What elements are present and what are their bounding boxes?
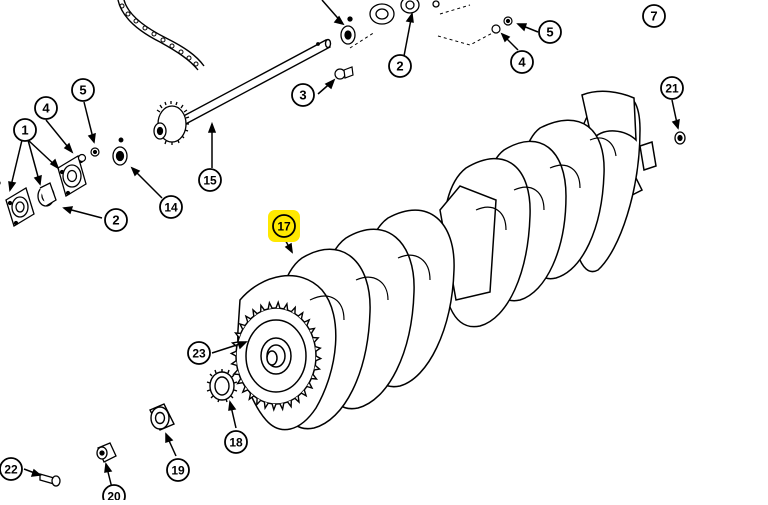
- callout-7: 7: [642, 4, 666, 28]
- callout-label: 19: [171, 464, 185, 478]
- left-small-sprocket: [112, 137, 128, 166]
- callout-19: 19: [166, 458, 190, 482]
- callout-label: 14: [164, 201, 178, 215]
- auger-assembly: [229, 90, 657, 431]
- callout-4: 4: [34, 96, 58, 120]
- bearing-19: [149, 403, 175, 431]
- left-flange-bearing-a: [0, 181, 35, 227]
- callout-label: 2: [396, 59, 403, 74]
- callout-1: 1: [13, 118, 37, 142]
- dashed-guide-top: [349, 4, 499, 49]
- top-sprocket: [340, 16, 356, 45]
- callout-4: 4: [510, 50, 534, 74]
- callout-5: 5: [538, 20, 562, 44]
- callout-label: 18: [229, 436, 243, 450]
- leader-lines: [8, 0, 680, 489]
- callout-label: 2: [112, 213, 119, 228]
- shaft-sprocket: [153, 101, 190, 145]
- callout-label: 4: [518, 55, 526, 70]
- callout-label: 3: [299, 88, 306, 103]
- callout-15: 15: [198, 168, 222, 192]
- top-pin: [334, 66, 354, 80]
- callout-label: 7: [650, 9, 657, 24]
- callout-label: 4: [42, 101, 50, 116]
- callout-20: 20: [102, 484, 126, 505]
- callout-label: 15: [203, 174, 217, 188]
- left-washer-nut: [77, 147, 100, 163]
- top-washer-nut: [491, 16, 513, 34]
- callout-label: 23: [192, 347, 206, 361]
- washer-21: [674, 131, 686, 145]
- callout-18: 18: [224, 430, 248, 454]
- callout-2: 2: [388, 54, 412, 78]
- top-bearing-flange: [369, 0, 440, 25]
- callout-2: 2: [104, 208, 128, 232]
- gear-hub-18: [206, 369, 238, 403]
- fitting-20: [96, 442, 117, 463]
- callout-label: 5: [79, 83, 86, 98]
- callout-22: 22: [0, 457, 23, 481]
- callout-21: 21: [660, 76, 684, 100]
- left-bearing-collar: [37, 182, 57, 207]
- left-flange-bearing-b: [57, 155, 87, 197]
- callout-23: 23: [187, 341, 211, 365]
- callout-label: 21: [665, 82, 679, 96]
- callout-17: 17: [268, 210, 300, 242]
- drive-chain: [117, 0, 205, 71]
- bolt-22: [39, 473, 61, 487]
- callout-5: 5: [71, 78, 95, 102]
- callout-label: 5: [546, 25, 553, 40]
- callout-label: 20: [107, 490, 121, 501]
- callout-3: 3: [291, 83, 315, 107]
- auger-drive-gear: [229, 300, 323, 412]
- callout-label: 17: [277, 220, 291, 234]
- callout-14: 14: [159, 195, 183, 219]
- callout-label: 22: [4, 463, 18, 477]
- callout-label: 1: [21, 123, 28, 138]
- drive-shaft: [175, 38, 332, 128]
